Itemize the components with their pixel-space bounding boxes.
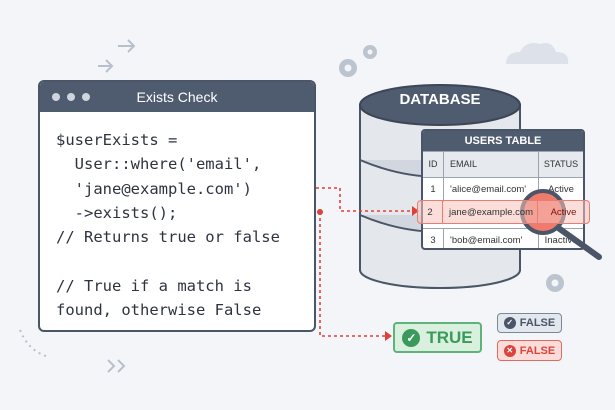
code-line: ->exists(); [56, 203, 178, 222]
false-label: FALSE [519, 344, 556, 357]
window-titlebar: Exists Check [40, 82, 314, 112]
code-line: $userExists = [56, 131, 178, 149]
code-line [56, 249, 280, 273]
cloud-icon [506, 43, 569, 64]
table-title: USERS TABLE [423, 131, 583, 151]
database-label: DATABASE [399, 91, 481, 108]
cell-status: Inactive [544, 235, 578, 247]
column-header: EMAIL [444, 152, 539, 177]
code-line: 'jane@example.com') [56, 179, 252, 198]
cell-email: jane@example.com [443, 201, 538, 223]
code-window: Exists Check $userExists = User::where('… [38, 80, 316, 332]
column-header: ID [423, 152, 444, 177]
false-label: FALSE [519, 317, 556, 329]
code-line: found, otherwise False [56, 301, 262, 320]
false-badge-neutral: ✓ FALSE [497, 313, 562, 333]
window-dot[interactable] [82, 93, 90, 101]
true-badge: ✓ TRUE [393, 322, 482, 353]
cell-id: 2 [418, 201, 443, 223]
window-dot[interactable] [67, 93, 75, 101]
x-circle-icon: ✕ [503, 344, 516, 357]
check-circle-icon: ✓ [503, 317, 516, 329]
code-line: User::where('email', [56, 155, 262, 174]
check-circle-icon: ✓ [402, 328, 421, 347]
code-line: // Returns true or false [56, 228, 280, 247]
cell-email: 'bob@email.com' [444, 228, 539, 248]
window-title: Exists Check [136, 89, 218, 105]
column-header: STATUS [543, 159, 579, 170]
arrow-decor-icon [118, 39, 136, 53]
table-row: 3'bob@email.com' Inactive [423, 227, 583, 248]
cell-status: Active [550, 206, 577, 218]
magnifier-icon [520, 189, 602, 260]
cell-status: Active [548, 184, 574, 196]
window-dot[interactable] [52, 93, 60, 101]
cell-id: 1 [423, 177, 444, 202]
cell-id: 3 [423, 228, 444, 248]
true-label: TRUE [426, 327, 473, 347]
code-block: $userExists = User::where('email', 'jane… [56, 128, 280, 322]
false-badge: ✕ FALSE [497, 340, 562, 361]
code-line: // True if a match is [56, 276, 252, 295]
